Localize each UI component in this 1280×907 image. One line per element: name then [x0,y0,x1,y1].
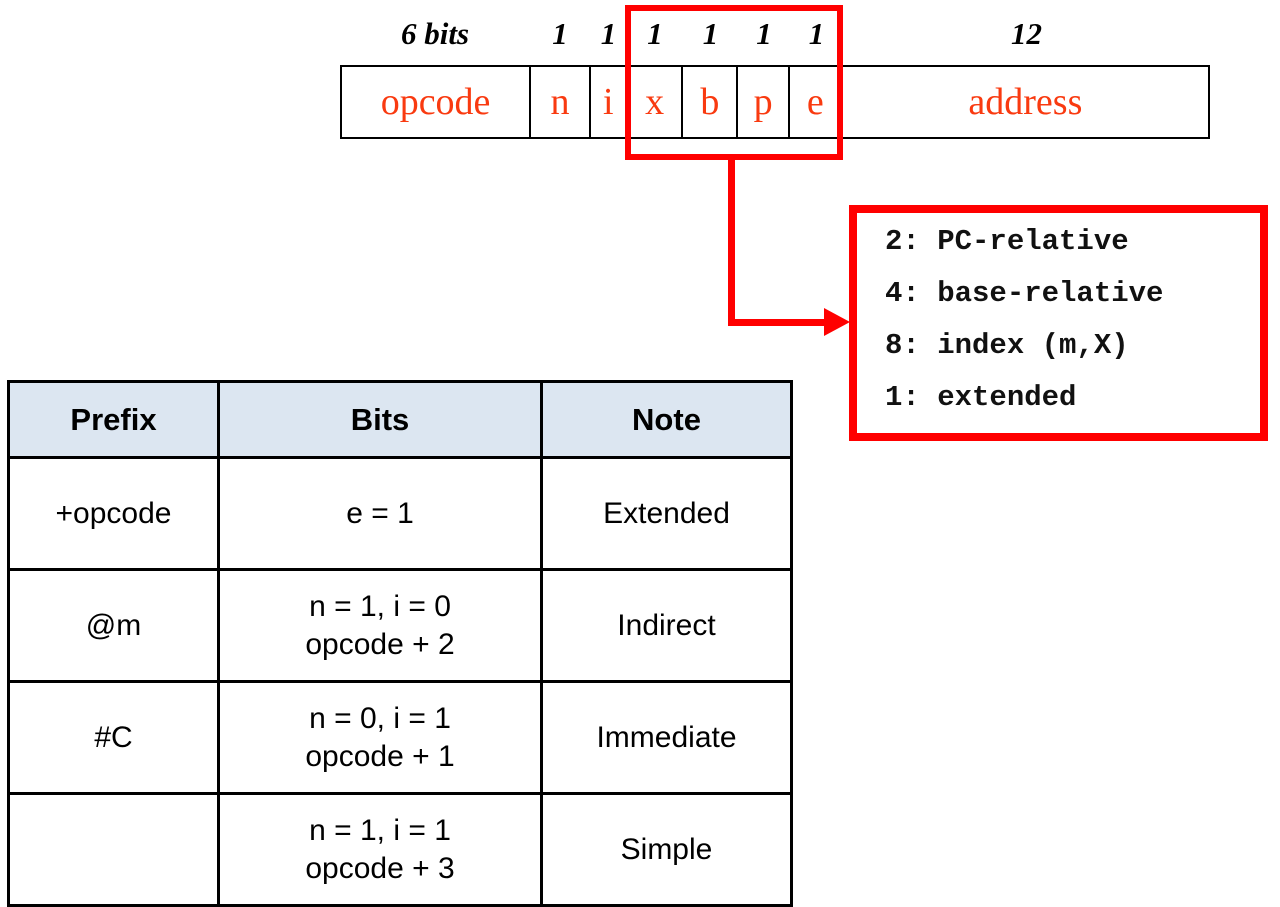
cell-note-extended: Extended [540,456,793,571]
bit-width-label-opcode: 6 bits [400,16,470,51]
bit-width-label-b: 1 [702,16,719,51]
cell-prefix-simple [7,792,220,907]
cell-bits-extended: e = 1 [217,456,543,571]
table-row: +opcode e = 1 Extended [7,456,793,571]
cell-bits-line1: e = 1 [346,496,414,530]
cell-prefix-indirect: @m [7,568,220,683]
table-row: n = 1, i = 1 opcode + 3 Simple [7,792,793,907]
instruction-format-row: opcode n i x b p e address [340,65,1210,139]
addressing-mode-line-extended: 1: extended [885,381,1077,414]
cell-bits-line1: n = 1, i = 0 [309,590,451,623]
addressing-modes-callout: 2: PC-relative 4: base-relative 8: index… [849,205,1268,441]
cell-prefix-extended: +opcode [7,456,220,571]
cell-prefix-immediate: #C [7,680,220,795]
bit-width-label-address: 12 [1011,16,1042,51]
cell-note-indirect: Indirect [540,568,793,683]
addressing-mode-line-base-relative: 4: base-relative [885,277,1164,310]
cell-note-immediate: Immediate [540,680,793,795]
table-header-bits: Bits [217,380,543,459]
callout-connector-line-horizontal [728,319,828,326]
addressing-mode-line-index: 8: index (m,X) [885,329,1129,362]
cell-bits-line1: n = 1, i = 1 [309,814,451,847]
instruction-format-diagram: opcode n i x b p e address [340,65,1210,139]
bitfield-cell-b: b [683,67,739,137]
table-header-note: Note [540,380,793,459]
bit-width-label-i: 1 [600,16,617,51]
cell-bits-simple: n = 1, i = 1 opcode + 3 [217,792,543,907]
bit-width-label-n: 1 [552,16,568,51]
cell-note-simple: Simple [540,792,793,907]
cell-bits-line2: opcode + 3 [305,851,455,885]
cell-bits-immediate: n = 0, i = 1 opcode + 1 [217,680,543,795]
callout-arrow-icon [824,308,850,336]
prefix-table: Prefix Bits Note +opcode e = 1 Extended … [7,380,793,907]
bitfield-cell-e: e [790,67,843,137]
bitfield-cell-n: n [531,67,591,137]
cell-bits-line2: opcode + 1 [305,739,455,773]
table-row: #C n = 0, i = 1 opcode + 1 Immediate [7,680,793,795]
bit-width-label-e: 1 [808,16,825,51]
cell-bits-indirect: n = 1, i = 0 opcode + 2 [217,568,543,683]
bitfield-cell-opcode: opcode [342,67,532,137]
bitfield-cell-p: p [738,67,790,137]
table-header-prefix: Prefix [7,380,220,459]
callout-connector-line-vertical [728,158,735,326]
cell-bits-line2: opcode + 2 [305,627,455,661]
table-row: @m n = 1, i = 0 opcode + 2 Indirect [7,568,793,683]
bit-width-label-p: 1 [756,16,772,51]
cell-bits-line1: n = 0, i = 1 [309,702,451,735]
bitfield-cell-x: x [628,67,684,137]
bitfield-cell-i: i [591,67,628,137]
bitfield-cell-address: address [968,81,1083,123]
addressing-mode-line-pc-relative: 2: PC-relative [885,225,1129,258]
table-header-row: Prefix Bits Note [7,380,793,459]
bit-width-label-x: 1 [647,16,663,51]
